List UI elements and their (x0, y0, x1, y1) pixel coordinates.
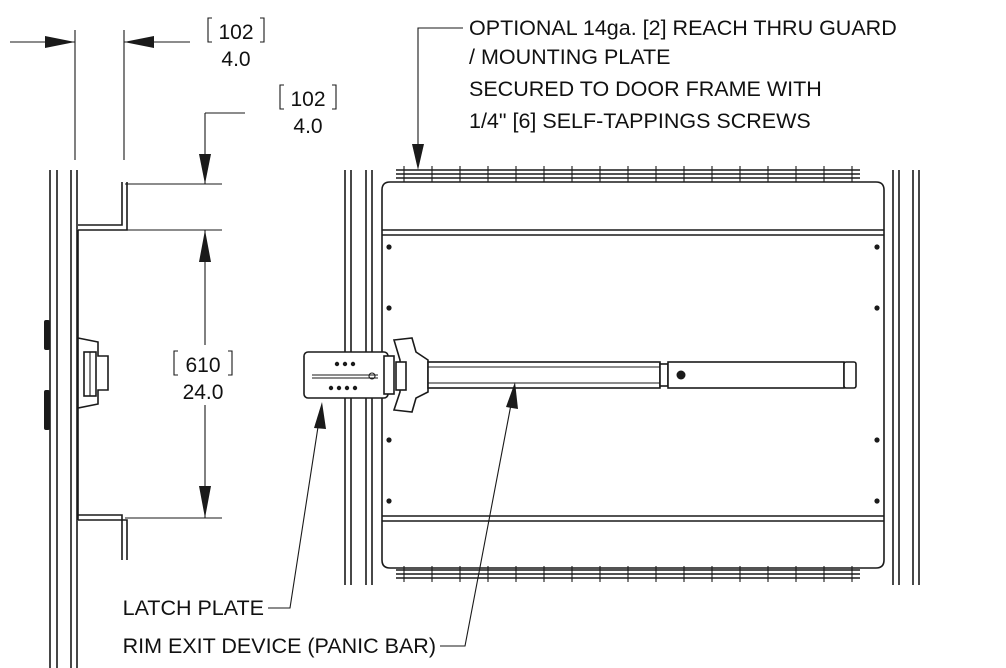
side-view: 102 4.0 102 4.0 610 24.0 (10, 17, 337, 668)
rim-exit-label: RIM EXIT DEVICE (PANIC BAR) (123, 634, 436, 658)
top-height-metric: 102 (290, 88, 325, 111)
screws (386, 244, 880, 504)
top-width-metric: 102 (218, 21, 253, 44)
notes: OPTIONAL 14ga. [2] REACH THRU GUARD / MO… (123, 16, 897, 658)
front-view (268, 27, 920, 647)
guard-note-line3: SECURED TO DOOR FRAME WITH (469, 77, 822, 101)
top-height-imperial: 4.0 (293, 115, 322, 138)
guard-note-line4: 1/4" [6] SELF-TAPPINGS SCREWS (469, 109, 811, 133)
panic-bar-shape (392, 337, 857, 413)
top-hinge-strip (396, 166, 860, 182)
top-width-imperial: 4.0 (221, 48, 250, 71)
latch-plate-shape (303, 351, 395, 399)
guard-note-line1: OPTIONAL 14ga. [2] REACH THRU GUARD (469, 16, 897, 40)
latch-plate-label: LATCH PLATE (123, 596, 264, 620)
guard-note-line2: / MOUNTING PLATE (469, 45, 670, 69)
plate-height-imperial: 24.0 (183, 381, 224, 404)
plate-height-metric: 610 (185, 354, 220, 377)
